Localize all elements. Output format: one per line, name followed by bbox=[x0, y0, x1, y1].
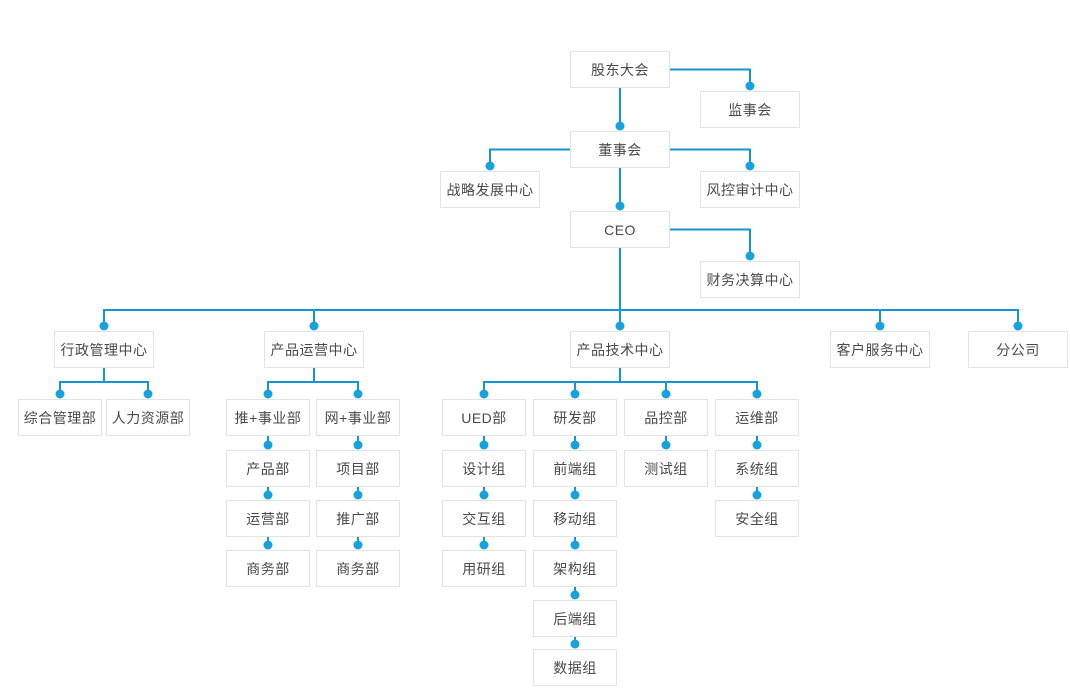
org-node-business-dept-2[interactable]: 商务部 bbox=[316, 550, 400, 587]
connector-dot bbox=[875, 321, 885, 331]
connector-dot bbox=[353, 389, 363, 399]
org-node-backend-team[interactable]: 后端组 bbox=[533, 600, 617, 637]
connector-dot bbox=[479, 389, 489, 399]
connector-dot bbox=[570, 540, 580, 550]
org-node-board-of-directors[interactable]: 董事会 bbox=[570, 131, 670, 168]
connector-dot bbox=[479, 540, 489, 550]
connector-dot bbox=[615, 321, 625, 331]
connector-line bbox=[489, 148, 571, 167]
org-node-product-dept[interactable]: 产品部 bbox=[226, 450, 310, 487]
connector-dot bbox=[745, 251, 755, 261]
connector-dot bbox=[479, 440, 489, 450]
org-node-testing-team[interactable]: 测试组 bbox=[624, 450, 708, 487]
org-node-risk-audit-center[interactable]: 风控审计中心 bbox=[700, 171, 800, 208]
connector-dot bbox=[570, 490, 580, 500]
org-node-hr-dept[interactable]: 人力资源部 bbox=[106, 399, 190, 436]
connector-dot bbox=[570, 440, 580, 450]
connector-dot bbox=[263, 490, 273, 500]
connector-dot bbox=[570, 639, 580, 649]
org-node-user-research-team[interactable]: 用研组 bbox=[442, 550, 526, 587]
connector-line bbox=[669, 148, 751, 167]
org-node-qc-dept[interactable]: 品控部 bbox=[624, 399, 708, 436]
connector-dot bbox=[570, 389, 580, 399]
org-node-business-dept-1[interactable]: 商务部 bbox=[226, 550, 310, 587]
org-node-project-dept[interactable]: 项目部 bbox=[316, 450, 400, 487]
connector-dot bbox=[752, 440, 762, 450]
connector-dot bbox=[353, 490, 363, 500]
org-node-finance-center[interactable]: 财务决算中心 bbox=[700, 261, 800, 298]
org-node-ops-dept[interactable]: 运维部 bbox=[715, 399, 799, 436]
connector-dot bbox=[752, 490, 762, 500]
connector-dot bbox=[353, 440, 363, 450]
org-node-customer-service-center[interactable]: 客户服务中心 bbox=[830, 331, 930, 368]
org-node-strategy-center[interactable]: 战略发展中心 bbox=[440, 171, 540, 208]
connector-dot bbox=[661, 440, 671, 450]
connector-dot bbox=[55, 389, 65, 399]
org-node-system-team[interactable]: 系统组 bbox=[715, 450, 799, 487]
connector-dot bbox=[263, 540, 273, 550]
org-node-security-team[interactable]: 安全组 bbox=[715, 500, 799, 537]
org-node-operation-dept[interactable]: 运营部 bbox=[226, 500, 310, 537]
connector-dot bbox=[745, 161, 755, 171]
connector-dot bbox=[752, 389, 762, 399]
connector-dot bbox=[661, 389, 671, 399]
org-node-mobile-team[interactable]: 移动组 bbox=[533, 500, 617, 537]
org-node-ued-dept[interactable]: UED部 bbox=[442, 399, 526, 436]
org-node-interaction-team[interactable]: 交互组 bbox=[442, 500, 526, 537]
org-node-supervisory-board[interactable]: 监事会 bbox=[700, 91, 800, 128]
connector-dot bbox=[99, 321, 109, 331]
org-node-frontend-team[interactable]: 前端组 bbox=[533, 450, 617, 487]
org-node-architecture-team[interactable]: 架构组 bbox=[533, 550, 617, 587]
connector-dot bbox=[570, 590, 580, 600]
connector-dot bbox=[353, 540, 363, 550]
connector-dot bbox=[263, 389, 273, 399]
org-node-product-tech-center[interactable]: 产品技术中心 bbox=[570, 331, 670, 368]
org-node-ceo[interactable]: CEO bbox=[570, 211, 670, 248]
connector-line bbox=[669, 68, 751, 87]
org-node-shareholders-meeting[interactable]: 股东大会 bbox=[570, 51, 670, 88]
connector-dot bbox=[479, 490, 489, 500]
org-node-wang-business-dept[interactable]: 网+事业部 bbox=[316, 399, 400, 436]
connector-dot bbox=[263, 440, 273, 450]
org-node-design-team[interactable]: 设计组 bbox=[442, 450, 526, 487]
connector-dot bbox=[615, 201, 625, 211]
org-node-rd-dept[interactable]: 研发部 bbox=[533, 399, 617, 436]
org-node-promotion-dept[interactable]: 推广部 bbox=[316, 500, 400, 537]
connector-dot bbox=[309, 321, 319, 331]
connector-dot bbox=[143, 389, 153, 399]
connector-dot bbox=[615, 121, 625, 131]
org-node-data-team[interactable]: 数据组 bbox=[533, 649, 617, 686]
connector-dot bbox=[745, 81, 755, 91]
org-node-tui-business-dept[interactable]: 推+事业部 bbox=[226, 399, 310, 436]
connector-dot bbox=[485, 161, 495, 171]
connector-dot bbox=[1013, 321, 1023, 331]
org-node-admin-center[interactable]: 行政管理中心 bbox=[54, 331, 154, 368]
org-node-product-operation-center[interactable]: 产品运营中心 bbox=[264, 331, 364, 368]
org-node-general-admin-dept[interactable]: 综合管理部 bbox=[18, 399, 102, 436]
connector-line bbox=[669, 228, 751, 257]
org-node-branch-company[interactable]: 分公司 bbox=[968, 331, 1068, 368]
